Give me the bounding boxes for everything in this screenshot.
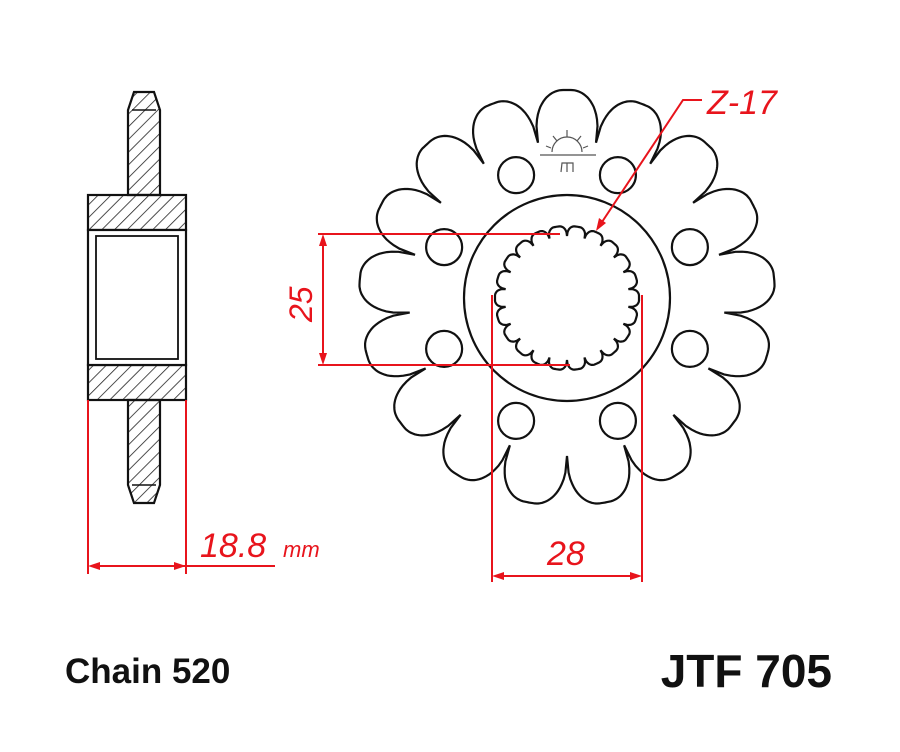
bolt-hole xyxy=(497,401,536,440)
bore-span-label: 28 xyxy=(546,535,585,573)
bolt-hole xyxy=(670,228,709,267)
bolt-hole xyxy=(598,156,637,195)
width-value: 18.8 xyxy=(200,527,266,565)
bolt-hole xyxy=(497,156,536,195)
sprocket-front-view xyxy=(358,88,776,505)
hub-section-bottom xyxy=(86,363,188,402)
tooth-section-top xyxy=(126,90,162,197)
tooth-section-bottom xyxy=(126,398,162,505)
teeth-count-label: Z-17 xyxy=(706,84,778,122)
bolt-hole xyxy=(670,329,709,368)
bore xyxy=(86,228,188,367)
sprocket-outline xyxy=(358,88,776,505)
bolt-hole xyxy=(425,228,464,267)
side-section-view xyxy=(86,90,188,505)
bolt-hole xyxy=(425,329,464,368)
brand-logo-icon xyxy=(540,130,596,173)
dimensions xyxy=(87,99,702,582)
bolt-holes xyxy=(425,156,709,440)
spline-bore xyxy=(493,225,641,371)
width-unit: mm xyxy=(283,537,320,562)
bore-inner xyxy=(95,235,179,360)
hub-section-top xyxy=(86,193,188,232)
part-number: JTF 705 xyxy=(660,645,832,697)
hub-circle xyxy=(462,193,672,403)
chain-label: Chain 520 xyxy=(65,652,231,691)
bolt-hole xyxy=(598,401,637,440)
spline-diameter-label: 25 xyxy=(283,286,319,323)
